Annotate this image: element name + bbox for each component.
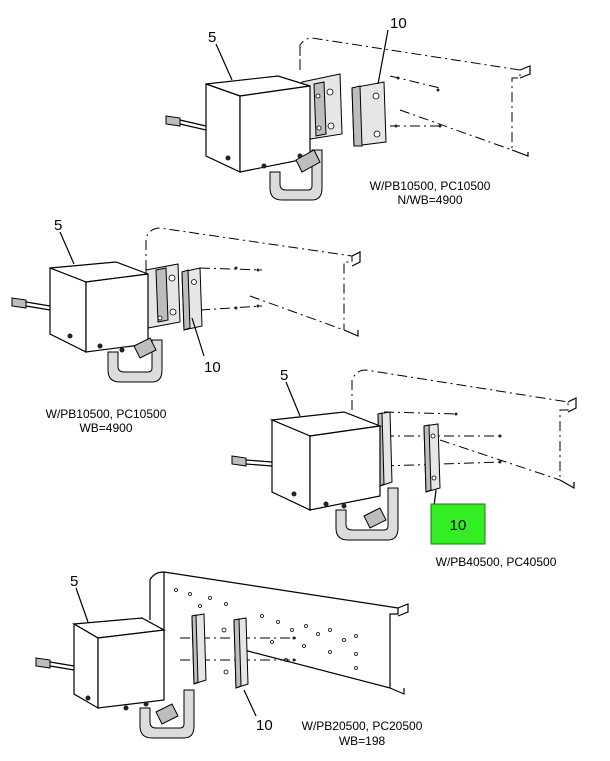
view-2-caption-line-2: WB=4900 bbox=[79, 421, 132, 435]
view-4-caption-line-2: WB=198 bbox=[339, 734, 386, 748]
view-1-callout-10: 10 bbox=[390, 15, 407, 32]
view-4: 5 10 W/PB20500, PC20500 WB=198 bbox=[35, 571, 423, 748]
view-4-callout-5: 5 bbox=[70, 573, 78, 590]
view-3-callout-10[interactable]: 10 bbox=[450, 517, 467, 534]
view-2-callout-5: 5 bbox=[54, 217, 62, 234]
view-1-callout-5: 5 bbox=[208, 29, 216, 46]
view-2: 5 10 W/PB10500, PC10500 WB=4900 bbox=[11, 217, 361, 435]
view-1-caption-line-2: N/WB=4900 bbox=[397, 193, 462, 207]
view-3-callout-5: 5 bbox=[280, 367, 288, 384]
view-1-caption-line-1: W/PB10500, PC10500 bbox=[370, 179, 491, 193]
view-3-callout-10-highlight[interactable] bbox=[430, 503, 486, 545]
view-2-callout-10: 10 bbox=[204, 359, 221, 376]
view-3: 5 10 W/PB40500, PC40500 bbox=[231, 367, 577, 569]
view-4-caption-line-1: W/PB20500, PC20500 bbox=[302, 719, 423, 733]
view-1: 5 10 W/PB10500, PC10500 N/WB=4900 bbox=[165, 15, 531, 207]
view-2-caption-line-1: W/PB10500, PC10500 bbox=[46, 407, 167, 421]
view-3-caption-line-1: W/PB40500, PC40500 bbox=[436, 555, 557, 569]
view-4-callout-10: 10 bbox=[256, 717, 273, 734]
